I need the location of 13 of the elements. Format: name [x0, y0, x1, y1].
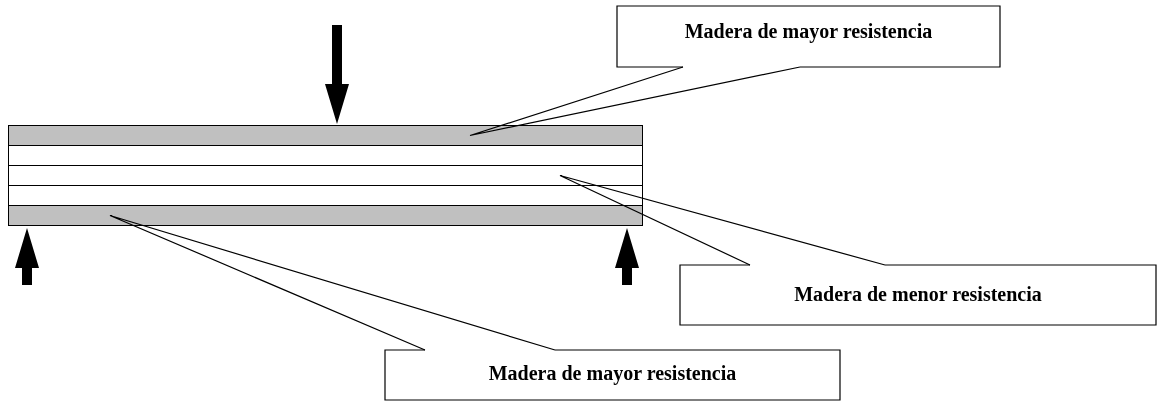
leader-line [559, 174, 886, 266]
wood-layer [8, 205, 643, 226]
wood-layer [8, 125, 643, 146]
callout-box [385, 350, 840, 400]
callout-text: Madera de menor resistencia [793, 283, 1043, 306]
callout-box [680, 265, 1156, 325]
wood-layer [8, 165, 643, 186]
callout-text: Madera de mayor resistencia [487, 362, 738, 385]
leader-line [469, 66, 801, 137]
callout-box [617, 6, 1000, 67]
callout-text: Madera de mayor resistencia [683, 20, 934, 43]
wood-layer [8, 145, 643, 166]
leader-line [109, 214, 556, 351]
